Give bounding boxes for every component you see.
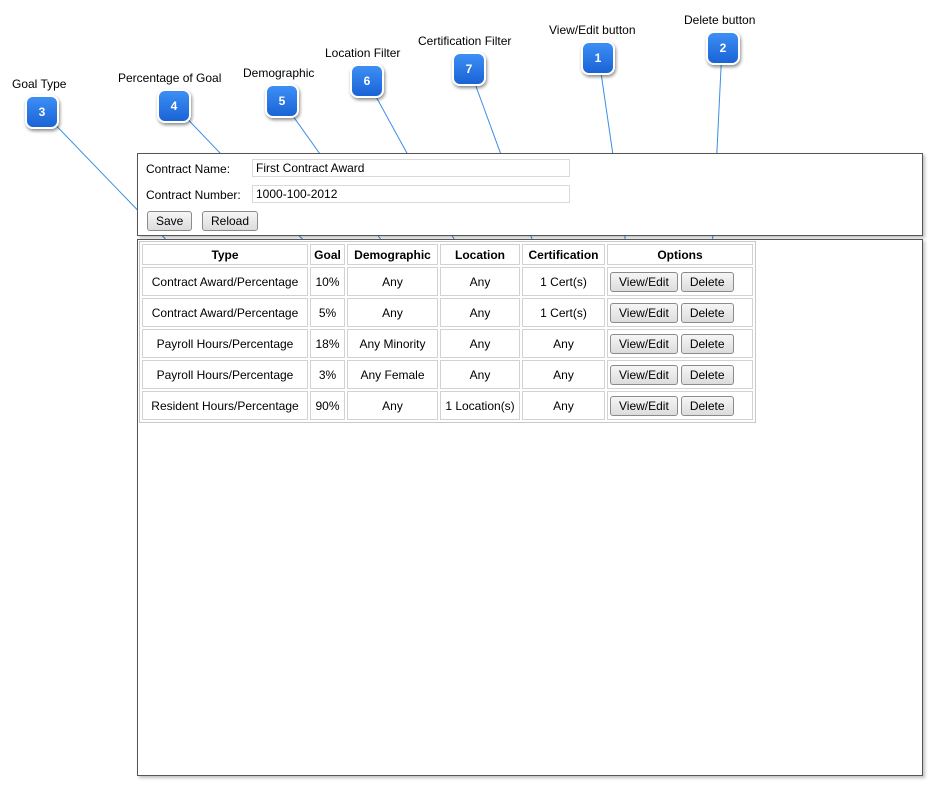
- cell-goal: 5%: [310, 298, 345, 327]
- view-edit-button[interactable]: View/Edit: [610, 302, 678, 323]
- cell-demographic: Any: [347, 298, 438, 327]
- goals-grid-panel: Type Goal Demographic Location Certifica…: [137, 239, 923, 776]
- contract-name-label: Contract Name:: [146, 162, 231, 176]
- contract-number-input[interactable]: [252, 185, 570, 203]
- cell-demographic: Any: [347, 391, 438, 420]
- cell-demographic: Any Female: [347, 360, 438, 389]
- table-row: Contract Award/Percentage 5% Any Any 1 C…: [142, 298, 753, 327]
- cell-type: Resident Hours/Percentage: [142, 391, 308, 420]
- callout-badge-2: 2: [706, 31, 740, 65]
- cell-certification: Any: [522, 360, 605, 389]
- cell-type: Payroll Hours/Percentage: [142, 360, 308, 389]
- callout-label-location-filter: Location Filter: [325, 46, 401, 60]
- cell-certification: Any: [522, 391, 605, 420]
- cell-location: Any: [440, 360, 520, 389]
- cell-location: Any: [440, 329, 520, 358]
- view-edit-button[interactable]: View/Edit: [610, 395, 678, 416]
- cell-location: 1 Location(s): [440, 391, 520, 420]
- delete-button[interactable]: Delete: [680, 302, 734, 323]
- header-certification: Certification: [522, 244, 605, 265]
- cell-goal: 3%: [310, 360, 345, 389]
- callout-label-demographic: Demographic: [243, 66, 315, 80]
- cell-type: Contract Award/Percentage: [142, 298, 308, 327]
- table-row: Contract Award/Percentage 10% Any Any 1 …: [142, 267, 753, 296]
- delete-button[interactable]: Delete: [680, 395, 734, 416]
- delete-button[interactable]: Delete: [680, 364, 734, 385]
- header-options: Options: [607, 244, 753, 265]
- table-row: Payroll Hours/Percentage 18% Any Minorit…: [142, 329, 753, 358]
- callout-badge-4: 4: [157, 89, 191, 123]
- cell-type: Payroll Hours/Percentage: [142, 329, 308, 358]
- delete-button[interactable]: Delete: [680, 333, 734, 354]
- cell-goal: 90%: [310, 391, 345, 420]
- view-edit-button[interactable]: View/Edit: [610, 364, 678, 385]
- callout-label-certification-filter: Certification Filter: [418, 34, 512, 48]
- cell-goal: 18%: [310, 329, 345, 358]
- table-row: Resident Hours/Percentage 90% Any 1 Loca…: [142, 391, 753, 420]
- contract-name-input[interactable]: [252, 159, 570, 177]
- callout-badge-3: 3: [25, 95, 59, 129]
- cell-location: Any: [440, 267, 520, 296]
- callout-badge-6: 6: [350, 64, 384, 98]
- callout-badge-7: 7: [452, 52, 486, 86]
- callout-badge-5: 5: [265, 84, 299, 118]
- callout-label-goal-type: Goal Type: [12, 77, 67, 91]
- contract-number-label: Contract Number:: [146, 188, 241, 202]
- goals-table: Type Goal Demographic Location Certifica…: [139, 241, 756, 423]
- save-button[interactable]: Save: [147, 211, 193, 231]
- header-location: Location: [440, 244, 520, 265]
- reload-button[interactable]: Reload: [202, 211, 259, 231]
- callout-label-delete: Delete button: [684, 13, 756, 27]
- callout-label-view-edit: View/Edit button: [549, 23, 636, 37]
- delete-button[interactable]: Delete: [680, 271, 734, 292]
- cell-location: Any: [440, 298, 520, 327]
- cell-certification: Any: [522, 329, 605, 358]
- cell-certification: 1 Cert(s): [522, 267, 605, 296]
- view-edit-button[interactable]: View/Edit: [610, 271, 678, 292]
- callout-badge-1: 1: [581, 41, 615, 75]
- cell-demographic: Any: [347, 267, 438, 296]
- cell-type: Contract Award/Percentage: [142, 267, 308, 296]
- header-type: Type: [142, 244, 308, 265]
- callout-label-percentage-of-goal: Percentage of Goal: [118, 71, 222, 85]
- contract-details-panel: Contract Name: Contract Number: Save Rel…: [137, 153, 923, 236]
- cell-goal: 10%: [310, 267, 345, 296]
- table-row: Payroll Hours/Percentage 3% Any Female A…: [142, 360, 753, 389]
- cell-demographic: Any Minority: [347, 329, 438, 358]
- goals-table-header-row: Type Goal Demographic Location Certifica…: [142, 244, 753, 265]
- header-goal: Goal: [310, 244, 345, 265]
- view-edit-button[interactable]: View/Edit: [610, 333, 678, 354]
- cell-certification: 1 Cert(s): [522, 298, 605, 327]
- header-demographic: Demographic: [347, 244, 438, 265]
